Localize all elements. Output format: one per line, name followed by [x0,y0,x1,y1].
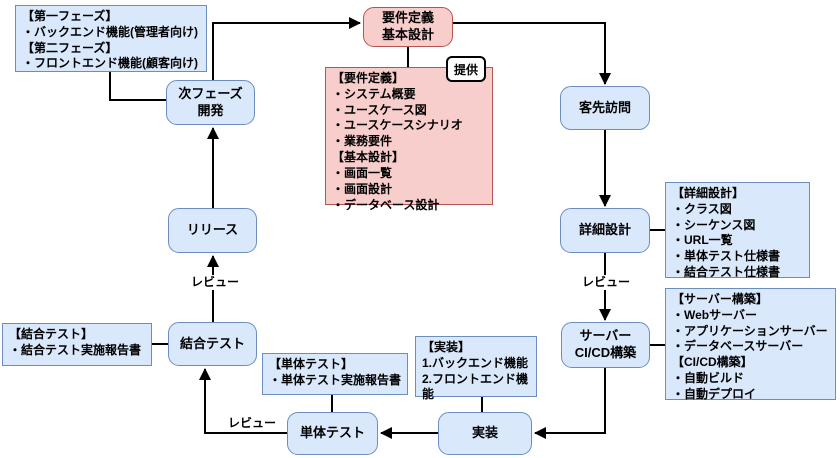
arrow-next-phase-to-requirements [212,17,361,80]
node-requirements-basic-design: 要件定義 基本設計 [363,7,453,47]
note-implementation: 【実装】 1.バックエンド機能 2.フロントエンド機能 [415,336,537,401]
arrow-server-to-implementation [534,368,606,439]
line-phases-note-to-next-phase [109,72,166,101]
label-teikyo: 提供 [446,56,486,82]
node-detailed-design: 詳細設計 [560,208,650,253]
node-server-cicd: サーバー CI/CD構築 [561,322,650,368]
node-release: リリース [168,208,257,253]
note-phases: 【第一フェーズ】 ・バックエンド機能(管理者向け) 【第二フェーズ】 ・フロント… [15,5,207,72]
note-integration-test: 【結合テスト】 ・結合テスト実施報告書 [2,323,152,366]
label-review-integration-to-release: レビュー [189,275,242,290]
node-unit-test: 単体テスト [287,412,378,455]
note-unit-test: 【単体テスト】 ・単体テスト実施報告書 [262,353,408,395]
node-implementation: 実装 [438,412,532,455]
label-review-unit-to-integration: レビュー [226,416,279,431]
arrow-unit-test-to-integration-test [199,368,287,434]
note-requirements-basic-design: 【要件定義】 ・システム概要 ・ユースケース図 ・ユースケースシナリオ ・業務要… [325,67,493,212]
node-integration-test: 結合テスト [168,322,257,366]
note-detailed-design: 【詳細設計】 ・クラス図 ・シーケンス図 ・URL一覧 ・単体テスト仕様書 ・結… [665,182,810,279]
node-next-phase-dev: 次フェーズ 開発 [166,80,255,125]
node-customer-visit: 客先訪問 [560,86,650,130]
arrow-requirements-to-customer-visit [453,22,611,85]
label-review-detailed-to-server: レビュー [580,275,633,290]
note-server-cicd: 【サーバー構築】 ・Webサーバー ・アプリケーションサーバー ・データベースサ… [665,288,836,401]
